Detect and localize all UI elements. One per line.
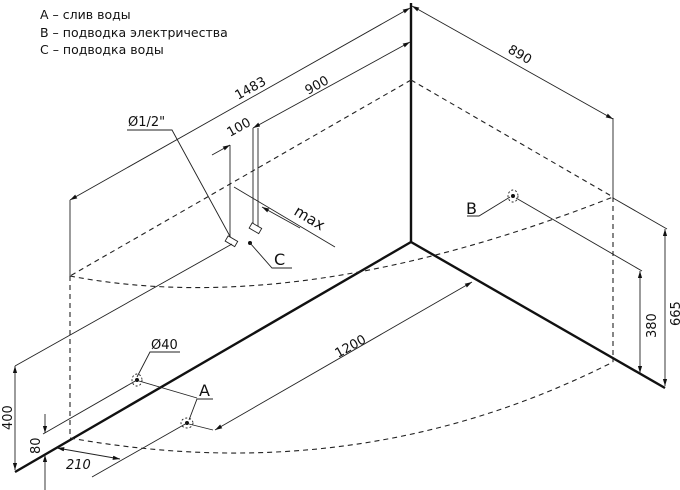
dim-900-label: 900 [303, 73, 332, 98]
tub-front-arc-bottom [69, 361, 614, 454]
leader-b [467, 196, 511, 217]
dimension-210 [56, 447, 121, 460]
dimension-1483 [69, 7, 411, 201]
electric-point [511, 194, 515, 198]
leader-line [188, 423, 214, 431]
marker-a: A [199, 381, 210, 400]
leader-pipe [127, 129, 233, 241]
dim-100-label: 100 [225, 115, 254, 140]
drain-icon [180, 417, 194, 429]
overflow-drain-icon [131, 373, 143, 387]
drain-diameter-label: Ø40 [151, 338, 178, 353]
leader-d40 [136, 351, 180, 378]
dimension-900 [252, 41, 411, 129]
dim-380-label: 380 [645, 313, 660, 338]
extension-line [42, 379, 138, 435]
dimension-max [233, 186, 336, 248]
dim-1483-label: 1483 [233, 74, 269, 103]
dim-890-label: 890 [505, 42, 534, 67]
dim-210-label: 210 [66, 458, 91, 473]
max-arrow [261, 206, 301, 229]
dim-665-label: 665 [669, 301, 680, 326]
dim-80-label: 80 [29, 437, 44, 454]
dimension-890 [411, 5, 614, 120]
marker-b: B [466, 199, 477, 218]
extension-line [91, 422, 188, 478]
leader-line [138, 380, 198, 399]
water-fitting-icon [248, 222, 263, 235]
water-fitting-icon [224, 235, 239, 248]
pipe-diameter-label: Ø1/2" [128, 115, 165, 130]
extension-line [612, 197, 668, 230]
tub-front-arc-top [69, 196, 614, 289]
dim-400-label: 400 [1, 405, 16, 430]
left-wall-floor-edge [14, 240, 412, 474]
dim-1200-label: 1200 [333, 332, 369, 361]
dimension-1200 [214, 281, 473, 431]
tub-rim-right [410, 79, 614, 198]
extension-line [515, 197, 643, 272]
extension-line [14, 243, 233, 367]
electric-outlet-icon [507, 189, 519, 203]
right-wall-floor-edge [410, 240, 666, 390]
leader-a [188, 398, 213, 421]
marker-c: C [274, 250, 285, 269]
tub-rim-left [69, 79, 412, 277]
dimension-100 [211, 144, 231, 156]
leader-c [249, 242, 292, 269]
max-label: max [291, 202, 328, 234]
